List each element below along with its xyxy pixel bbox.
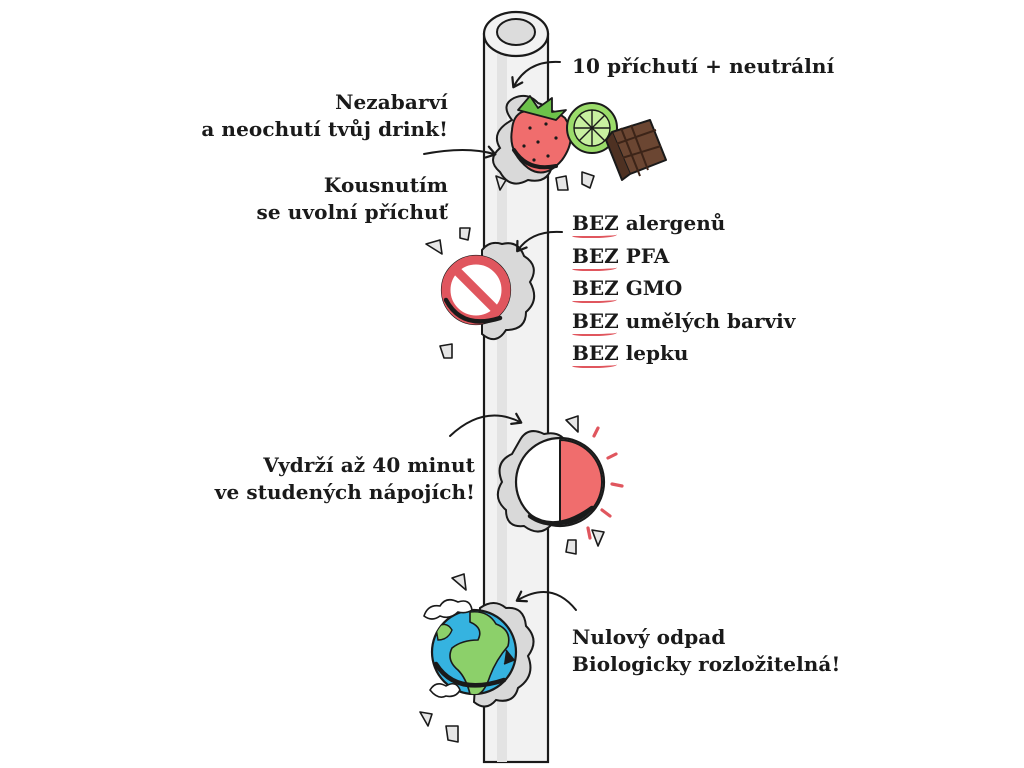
arrow-no-color xyxy=(423,145,497,159)
eco-label: Nulový odpad Biologicky rozložitelná! xyxy=(572,625,841,676)
free-from-item: BEZ PFA xyxy=(572,243,670,268)
chocolate-icon xyxy=(605,119,667,181)
bite-label: Kousnutím se uvolní příchuť xyxy=(256,173,448,224)
bite-crumbs xyxy=(419,573,467,743)
flavor-bead xyxy=(492,94,667,191)
free-from-item: BEZ lepku xyxy=(572,341,689,365)
bite-crumbs xyxy=(425,227,471,359)
prohibited-icon xyxy=(440,254,512,326)
lasts-label: Vydrží až 40 minut ve studených nápojích… xyxy=(214,453,475,504)
strawberry-icon xyxy=(510,95,572,174)
bite-crumbs xyxy=(565,415,605,555)
free-from-bead xyxy=(425,227,536,359)
bite-crumbs xyxy=(495,171,595,191)
free-from-item: BEZ umělých barviv xyxy=(572,308,796,333)
callout-arrows xyxy=(423,60,577,611)
flavors-label: 10 příchutí + neutrální xyxy=(572,54,835,78)
free-from-item: BEZ GMO xyxy=(572,276,683,300)
free-from-item: BEZ alergenů xyxy=(572,211,726,235)
globe-icon xyxy=(430,608,518,696)
timer-icon xyxy=(514,436,606,528)
free-from-list: BEZ alergenů BEZ PFA BEZ GMO BEZ umělých… xyxy=(572,207,795,370)
arrow-free-from xyxy=(516,230,563,253)
timer-rays xyxy=(586,426,624,540)
timer-bead xyxy=(496,415,624,555)
arrow-lasts xyxy=(449,412,523,437)
arrow-flavors xyxy=(511,60,561,89)
arrow-eco xyxy=(515,590,577,611)
no-color-label: Nezabarví a neochutí tvůj drink! xyxy=(201,90,448,141)
eco-bead xyxy=(419,573,535,743)
steam-clouds xyxy=(423,598,473,698)
lime-icon xyxy=(566,102,618,154)
